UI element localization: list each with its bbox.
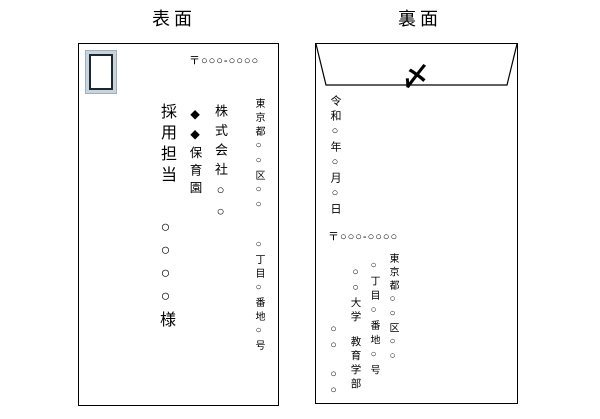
front-recipient-department: 採用担当 <box>158 103 175 187</box>
back-date: 令和○年○月○日 <box>329 95 341 218</box>
seal-mark: 〆 <box>402 62 429 92</box>
back-postal-code: 〒○○○-○○○○ <box>328 231 399 243</box>
back-sender-name-part1: ○○ <box>327 323 340 355</box>
back-sender-faculty: 教育学部 <box>349 336 362 392</box>
front-organization-name: ◆◆保育園 <box>187 106 202 199</box>
front-company-name: 株式会社○○ <box>213 104 228 225</box>
back-panel-title: 裏面 <box>398 9 442 29</box>
stamp-inner <box>89 54 113 90</box>
front-panel-title: 表面 <box>152 9 196 29</box>
front-postal-code: 〒○○○-○○○○ <box>189 55 260 67</box>
back-address-line2: ○丁目○番地○号 <box>368 260 379 379</box>
front-address-line2: ○丁目○番地○号 <box>253 239 264 354</box>
back-sender-university: ○○大学 <box>349 266 362 325</box>
front-recipient-name: ○○○○様 <box>157 219 174 333</box>
stamp-box <box>85 50 117 94</box>
front-envelope: 〒○○○-○○○○ 東京都○○区○○ ○丁目○番地○号 株式会社○○ ◆◆保育園… <box>78 43 279 406</box>
back-sender-name-part2: ○○ <box>327 368 340 400</box>
back-envelope: 〆 令和○年○月○日 〒○○○-○○○○ 東京都○○区○○ ○丁目○番地○号 ○… <box>315 43 518 404</box>
front-address-line1: 東京都○○区○○ <box>253 98 264 214</box>
back-address-line1: 東京都○○区○○ <box>387 253 398 365</box>
envelope-flap-outline <box>316 44 517 86</box>
